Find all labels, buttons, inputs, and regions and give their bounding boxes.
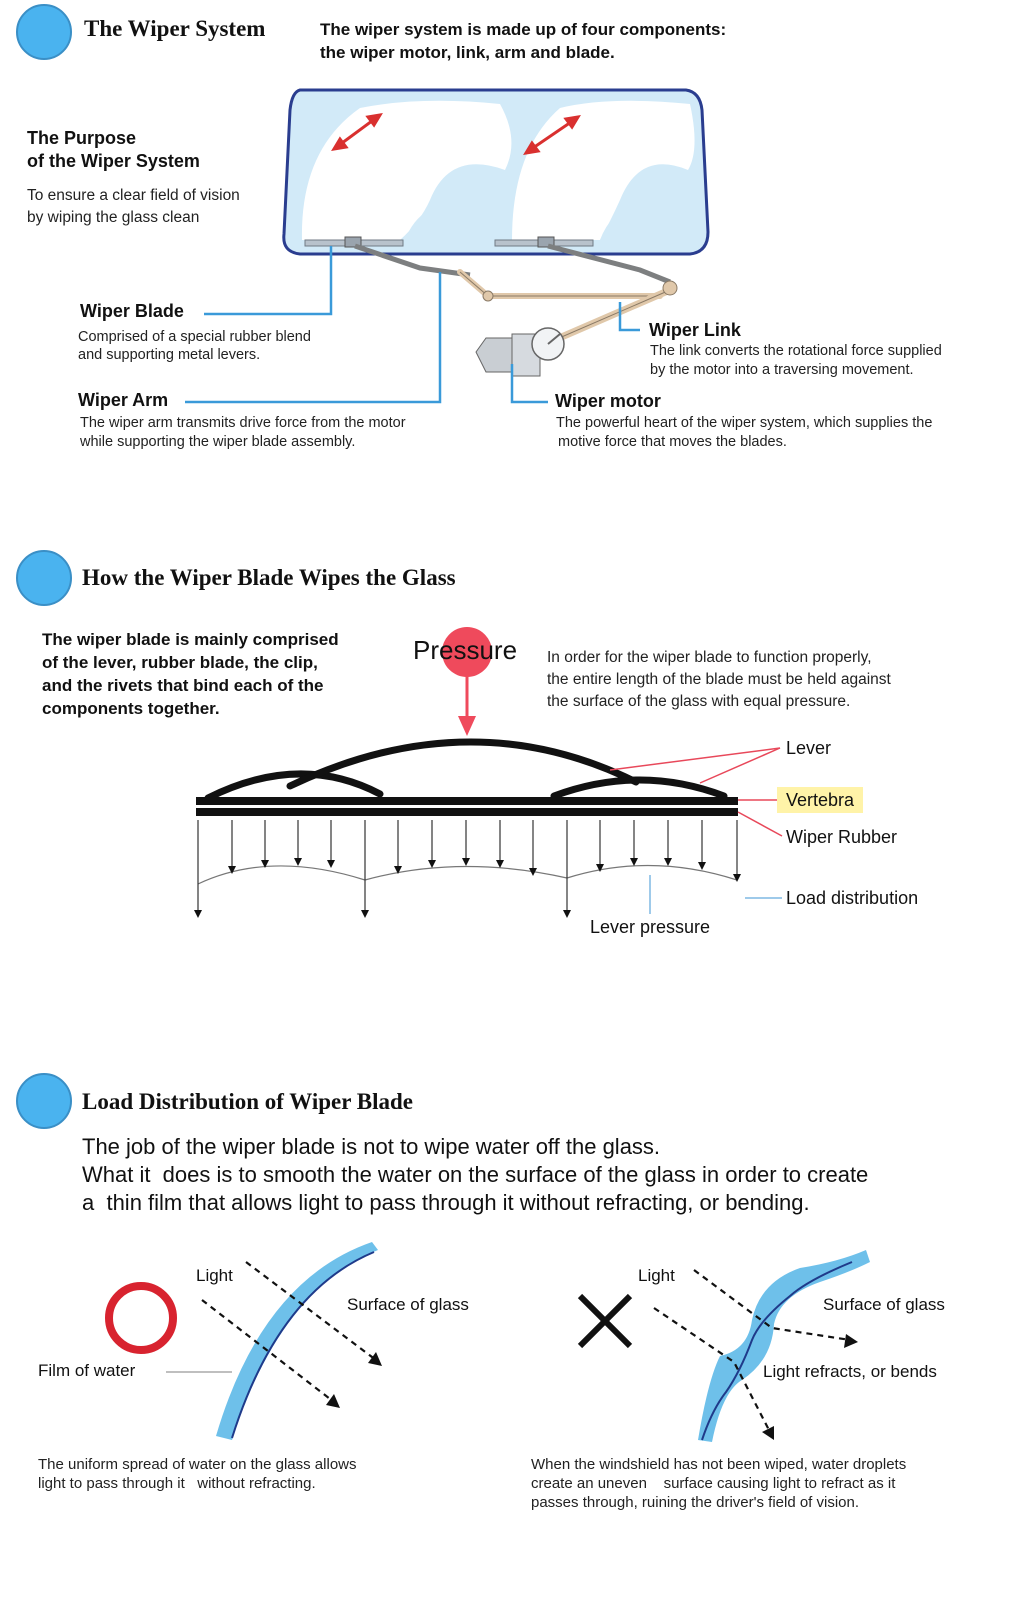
lever-pressure-label: Lever pressure	[590, 917, 711, 937]
good-light-label: Light	[196, 1266, 233, 1285]
section2-bullet-icon	[16, 550, 72, 606]
wiper-arm-desc-line2: while supporting the wiper blade assembl…	[80, 434, 356, 450]
good-caption-line1: The uniform spread of water on the glass…	[38, 1456, 357, 1473]
section2-right-line3: the surface of the glass with equal pres…	[547, 693, 851, 710]
pressure-ball	[442, 627, 492, 677]
light-rays-bad	[653, 1269, 851, 1433]
film-of-water-label: Film of water	[38, 1361, 136, 1380]
wiper-rubber-strip	[196, 808, 738, 816]
section3-line3: a thin film that allows light to pass th…	[82, 1190, 810, 1215]
purpose-desc-line2: by wiping the glass clean	[27, 209, 200, 226]
section3-line2: What it does is to smooth the water on t…	[82, 1162, 869, 1187]
section2-left-line1: The wiper blade is mainly comprised	[42, 630, 339, 649]
wiper-arm-left	[354, 243, 471, 278]
purpose-title-line2: of the Wiper System	[27, 151, 200, 171]
pressure-arrows	[197, 820, 738, 912]
leader-lines	[185, 246, 640, 404]
correct-mark-icon	[105, 1282, 177, 1354]
wiper-link-desc-line1: The link converts the rotational force s…	[650, 343, 942, 359]
wiper-motor-body	[475, 327, 565, 377]
bad-caption-line1: When the windshield has not been wiped, …	[531, 1456, 907, 1473]
bad-caption-line2: create an uneven surface causing light t…	[531, 1475, 896, 1492]
bad-light-label: Light	[638, 1266, 675, 1285]
bad-surface-label: Surface of glass	[823, 1295, 945, 1314]
wiper-link-desc-line2: by the motor into a traversing movement.	[650, 362, 914, 378]
wiper-system-diagram	[185, 88, 710, 404]
glass-surface-bad	[698, 1250, 870, 1442]
section2-left-line3: and the rivets that bind each of the	[42, 676, 324, 695]
wiper-link-label: Wiper Link	[649, 320, 741, 340]
section2-right-line2: the entire length of the blade must be h…	[547, 671, 891, 688]
purpose-title-line1: The Purpose	[27, 128, 137, 148]
wiper-motor-desc-line1: The powerful heart of the wiper system, …	[556, 415, 933, 431]
wiper-arm-label: Wiper Arm	[78, 390, 169, 410]
section2-left-line4: components together.	[42, 699, 220, 718]
section3-bullet-icon	[16, 1073, 72, 1129]
bad-caption-line3: passes through, ruining the driver's fie…	[531, 1494, 860, 1511]
section3-title: Load Distribution of Wiper Blade	[82, 1089, 414, 1114]
unwiped-area-left	[405, 200, 505, 240]
wipe-direction-arrows	[331, 112, 581, 156]
light-rays-good	[201, 1261, 377, 1403]
good-caption-line2: light to pass through it without refract…	[38, 1475, 316, 1492]
pressure-arrow	[458, 716, 476, 736]
light-refracts-label: Light refracts, or bends	[763, 1362, 937, 1381]
lever-label: Lever	[786, 738, 832, 758]
load-distribution-label: Load distribution	[786, 888, 919, 908]
section1-intro-line2: the wiper motor, link, arm and blade.	[320, 43, 615, 62]
blade-levers	[204, 738, 728, 802]
section1-bullet-icon	[16, 4, 72, 60]
section2-right-line1: In order for the wiper blade to function…	[547, 649, 872, 666]
vertebra-label: Vertebra	[777, 787, 864, 813]
wiper-blade-desc-line2: and supporting metal levers.	[78, 347, 261, 363]
wiper-blade-diagram	[194, 627, 783, 918]
section1-intro-line1: The wiper system is made up of four comp…	[320, 20, 727, 39]
load-distribution-curve	[197, 864, 738, 885]
wiper-motor-label: Wiper motor	[555, 391, 661, 411]
wiper-blade-desc-line1: Comprised of a special rubber blend	[78, 329, 311, 345]
wiper-motor-desc-line2: motive force that moves the blades.	[558, 434, 787, 450]
wrong-mark-icon	[577, 1293, 633, 1349]
wiper-blade-label: Wiper Blade	[80, 301, 184, 321]
section1-title: The Wiper System	[84, 16, 266, 41]
wiper-rubber-label: Wiper Rubber	[786, 827, 898, 847]
vertebra-strip	[196, 797, 738, 805]
good-surface-label: Surface of glass	[347, 1295, 469, 1314]
wiped-area-right	[512, 100, 695, 240]
unwiped-area-right	[600, 200, 695, 240]
purpose-desc-line1: To ensure a clear field of vision	[27, 187, 240, 204]
section3-line1: The job of the wiper blade is not to wip…	[82, 1134, 661, 1159]
pressure-label: Pressure	[413, 635, 518, 665]
glass-surface-good	[216, 1242, 378, 1440]
section2-left-line2: of the lever, rubber blade, the clip,	[42, 653, 318, 672]
wiper-arm-right	[547, 243, 671, 285]
section2-title: How the Wiper Blade Wipes the Glass	[82, 565, 456, 590]
part-leader-lines	[609, 747, 783, 837]
wiper-arm-desc-line1: The wiper arm transmits drive force from…	[80, 415, 406, 431]
